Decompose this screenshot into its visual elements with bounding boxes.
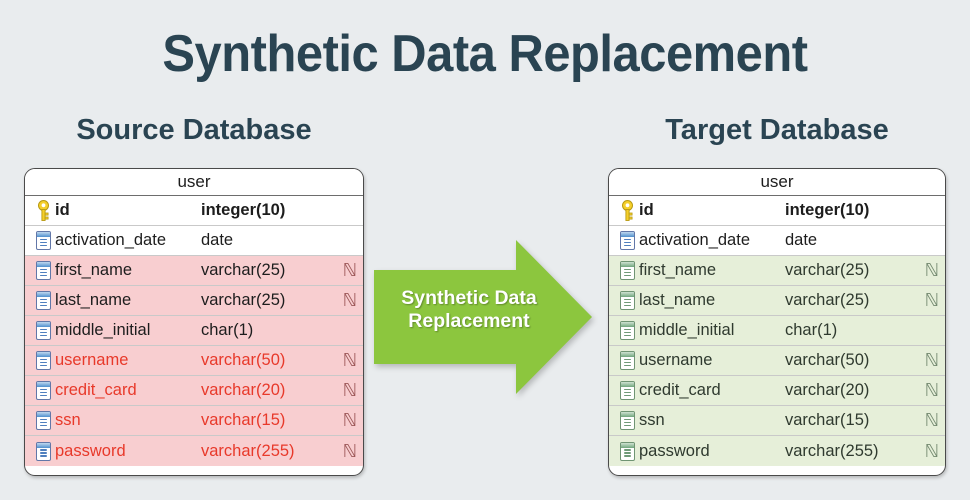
column-name: middle_initial — [639, 321, 735, 339]
column-icon — [615, 380, 639, 402]
column-type: char(1) — [201, 321, 254, 339]
nullable-indicator-icon: ℕ — [342, 290, 358, 311]
column-icon — [31, 260, 55, 282]
table-row[interactable]: first_name varchar(25) ℕ — [609, 256, 945, 286]
column-name: first_name — [639, 261, 717, 279]
nullable-indicator-icon: ℕ — [342, 380, 358, 401]
column-name: id — [55, 201, 70, 219]
column-icon — [615, 410, 639, 432]
table-row[interactable]: activation_date date — [25, 226, 363, 256]
target-database-caption: Target Database — [665, 114, 889, 146]
column-icon — [31, 380, 55, 402]
nullable-indicator-icon: ℕ — [924, 290, 940, 311]
table-row[interactable]: username varchar(50) ℕ — [609, 346, 945, 376]
table-row[interactable]: username varchar(50) ℕ — [25, 346, 363, 376]
source-database-table-card: user id integer(10) activation_date date fir… — [24, 168, 364, 476]
column-name: ssn — [55, 411, 81, 429]
target-table-name: user — [609, 169, 945, 196]
column-icon — [31, 440, 55, 462]
nullable-indicator-icon: ℕ — [342, 260, 358, 281]
column-name: id — [639, 201, 654, 219]
column-type: varchar(25) — [201, 261, 286, 279]
column-name: last_name — [639, 291, 716, 309]
column-type: varchar(50) — [785, 351, 870, 369]
table-row[interactable]: id integer(10) — [25, 196, 363, 226]
column-icon — [615, 260, 639, 282]
table-row[interactable]: first_name varchar(25) ℕ — [25, 256, 363, 286]
column-name: password — [55, 441, 126, 460]
source-table-name: user — [25, 169, 363, 196]
nullable-indicator-icon: ℕ — [924, 440, 940, 462]
column-name: username — [639, 351, 713, 369]
column-name: middle_initial — [55, 321, 151, 339]
column-type: date — [785, 231, 818, 249]
column-icon — [31, 410, 55, 432]
column-type: varchar(25) — [785, 291, 870, 309]
table-row[interactable]: credit_card varchar(20) ℕ — [25, 376, 363, 406]
column-type: varchar(15) — [785, 411, 870, 429]
column-name: activation_date — [639, 231, 750, 249]
table-row[interactable]: ssn varchar(15) ℕ — [609, 406, 945, 436]
nullable-indicator-icon: ℕ — [924, 260, 940, 281]
nullable-indicator-icon: ℕ — [924, 380, 940, 401]
column-type: varchar(255) — [785, 441, 879, 460]
table-row[interactable]: activation_date date — [609, 226, 945, 256]
table-row[interactable]: middle_initial char(1) — [25, 316, 363, 346]
table-row[interactable]: credit_card varchar(20) ℕ — [609, 376, 945, 406]
column-name: last_name — [55, 291, 132, 309]
column-type: integer(10) — [201, 201, 286, 219]
nullable-indicator-icon: ℕ — [342, 440, 358, 462]
column-name: activation_date — [55, 231, 166, 249]
table-row[interactable]: id integer(10) — [609, 196, 945, 226]
column-name: first_name — [55, 261, 133, 279]
key-icon — [31, 200, 55, 222]
column-icon — [615, 230, 639, 252]
table-row[interactable]: ssn varchar(15) ℕ — [25, 406, 363, 436]
column-type: char(1) — [785, 321, 838, 339]
column-name: credit_card — [55, 381, 137, 399]
nullable-indicator-icon: ℕ — [924, 410, 940, 431]
key-icon — [615, 200, 639, 222]
target-database-table-card: user id integer(10) activation_date date fir… — [608, 168, 946, 476]
column-type: varchar(25) — [201, 291, 286, 309]
column-icon — [31, 320, 55, 342]
table-row[interactable]: middle_initial char(1) — [609, 316, 945, 346]
column-name: username — [55, 351, 129, 369]
target-column-list: id integer(10) activation_date date first_na… — [609, 196, 945, 466]
page-title: Synthetic Data Replacement — [162, 25, 808, 83]
column-name: credit_card — [639, 381, 721, 399]
nullable-indicator-icon: ℕ — [342, 410, 358, 431]
column-name: ssn — [639, 411, 665, 429]
column-name: password — [639, 441, 710, 460]
table-row[interactable]: last_name varchar(25) ℕ — [25, 286, 363, 316]
column-type: varchar(20) — [785, 381, 870, 399]
column-icon — [615, 290, 639, 312]
column-type: varchar(20) — [201, 381, 286, 399]
synthetic-data-replacement-arrow — [374, 240, 592, 394]
nullable-indicator-icon: ℕ — [342, 350, 358, 371]
column-icon — [31, 230, 55, 252]
table-row[interactable]: password varchar(255) ℕ — [609, 436, 945, 466]
column-icon — [615, 350, 639, 372]
column-icon — [31, 290, 55, 312]
table-row[interactable]: password varchar(255) ℕ — [25, 436, 363, 466]
column-type: varchar(255) — [201, 441, 295, 460]
column-type: varchar(50) — [201, 351, 286, 369]
source-database-caption: Source Database — [76, 114, 312, 146]
column-type: varchar(15) — [201, 411, 286, 429]
column-icon — [615, 440, 639, 462]
column-icon — [31, 350, 55, 372]
column-icon — [615, 320, 639, 342]
column-type: varchar(25) — [785, 261, 870, 279]
nullable-indicator-icon: ℕ — [924, 350, 940, 371]
column-type: integer(10) — [785, 201, 870, 219]
table-row[interactable]: last_name varchar(25) ℕ — [609, 286, 945, 316]
column-type: date — [201, 231, 234, 249]
source-column-list: id integer(10) activation_date date first_na… — [25, 196, 363, 466]
